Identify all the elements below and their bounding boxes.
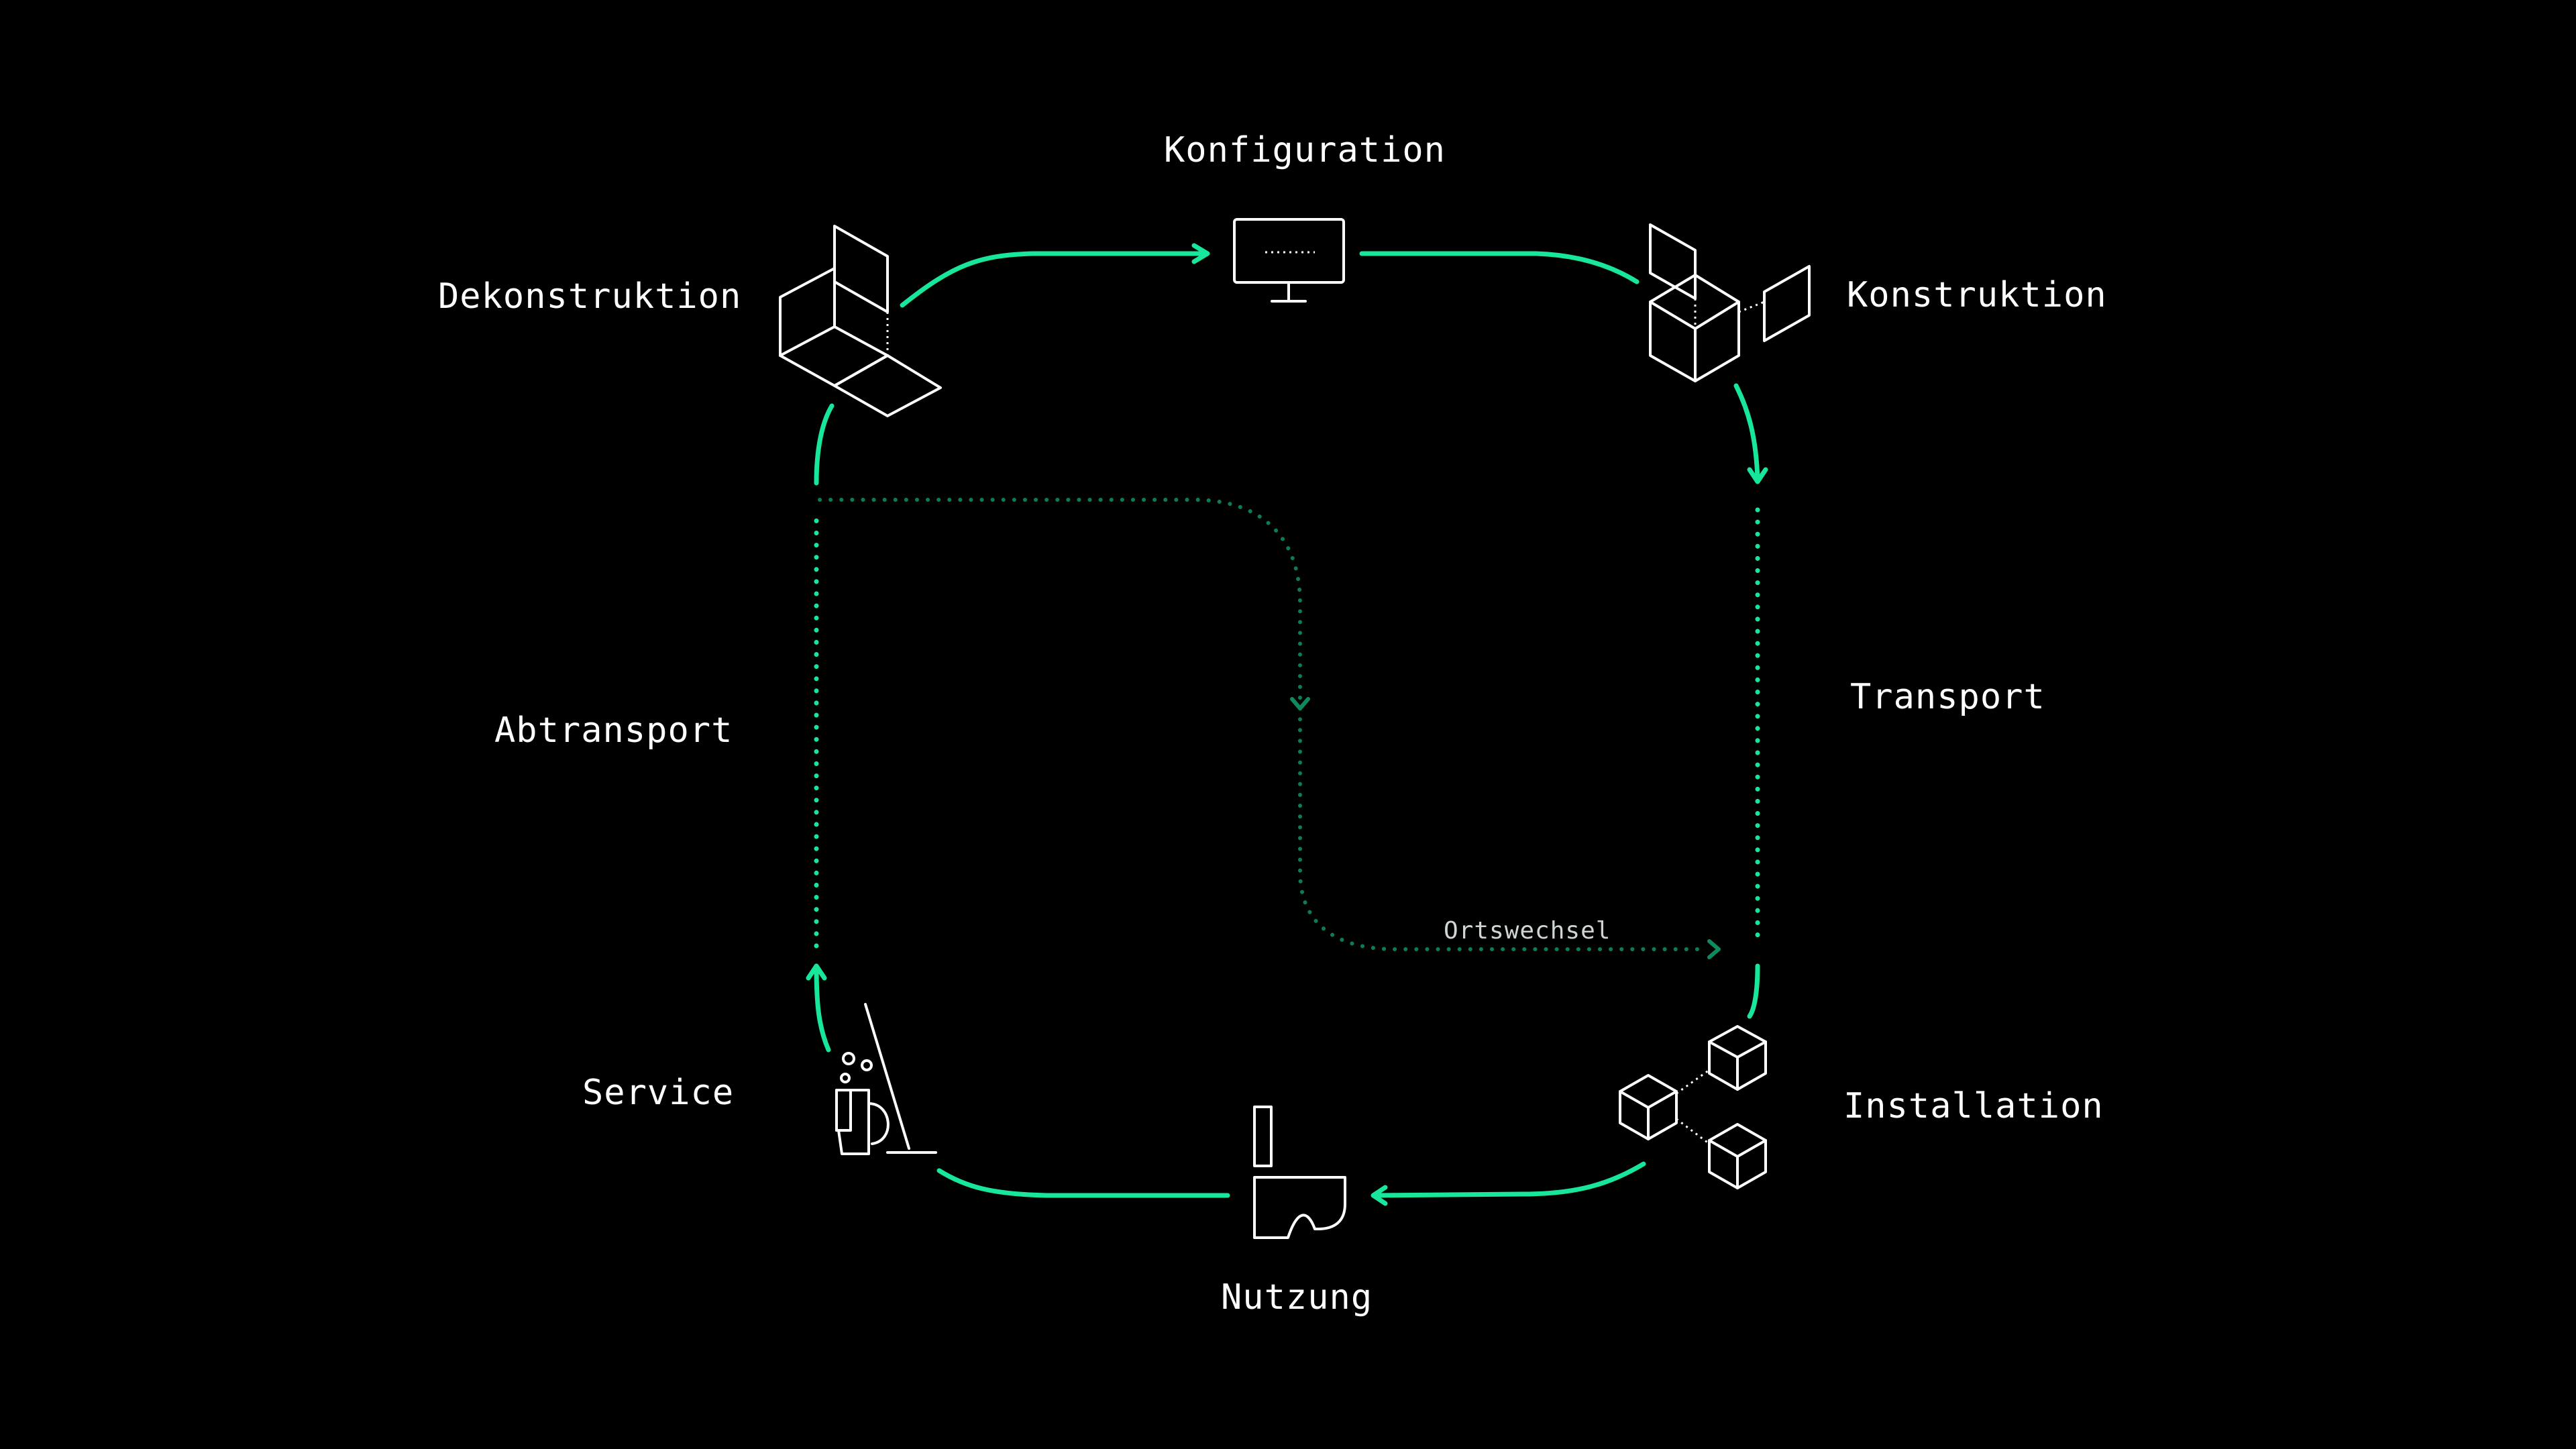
arrow-ortswechsel-right: [1707, 939, 1721, 959]
flow-nutzung-to-service: [936, 1168, 1230, 1198]
disassembling-box-icon: [779, 225, 942, 417]
connected-cubes-icon: [1619, 1025, 1767, 1189]
stage-label-dekonstruktion: Dekonstruktion: [438, 276, 742, 317]
stage-label-nutzung: Nutzung: [1221, 1277, 1373, 1318]
stage-label-konstruktion: Konstruktion: [1847, 275, 2107, 315]
flow-konstruktion-to-transport: [1733, 383, 1760, 482]
stage-label-installation: Installation: [1843, 1086, 2104, 1126]
shortcut-label-ortswechsel: Ortswechsel: [1444, 917, 1611, 945]
stage-label-konfiguration: Konfiguration: [1164, 130, 1446, 170]
wall-toilet-icon: [1253, 1106, 1346, 1239]
monitor-icon: [1233, 218, 1345, 303]
arrow-into-konfiguration: [1191, 243, 1210, 264]
flow-ortswechsel-dotted: [818, 498, 1706, 951]
arrow-into-nutzung: [1371, 1185, 1388, 1206]
flow-konfiguration-to-konstruktion: [1359, 251, 1640, 284]
arrow-into-transport: [1747, 467, 1768, 484]
arrow-into-abtransport: [806, 963, 827, 981]
flow-transport-to-installation: [1747, 963, 1760, 1019]
assembling-box-icon: [1649, 223, 1811, 382]
stage-label-service: Service: [582, 1073, 735, 1113]
stage-label-transport: Transport: [1850, 677, 2045, 717]
flow-installation-to-nutzung: [1373, 1161, 1646, 1198]
stage-label-abtransport: Abtransport: [494, 710, 733, 751]
flow-dekonstruktion-to-konfiguration: [900, 251, 1207, 308]
flow-service-to-abtransport: [814, 963, 831, 1053]
flow-abtransport-to-dekonstruktion: [814, 403, 835, 486]
arrow-ortswechsel-down: [1290, 697, 1310, 710]
cleaning-bucket-mop-icon: [835, 1003, 937, 1155]
